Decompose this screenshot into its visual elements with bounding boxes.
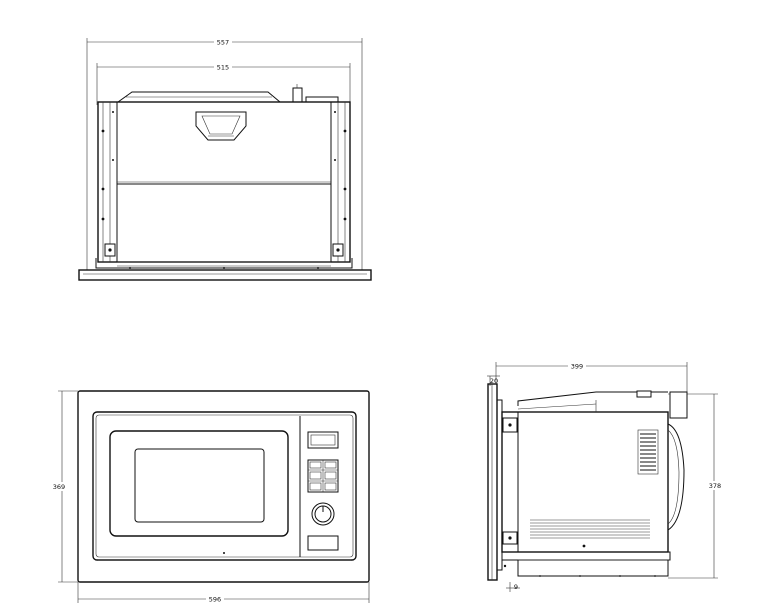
dimension-label-369: 369 bbox=[53, 483, 65, 491]
dimension-label-399: 399 bbox=[571, 363, 583, 371]
top-view: 557 515 bbox=[78, 38, 372, 281]
side-vent bbox=[637, 429, 659, 475]
dimension-label-515: 515 bbox=[217, 64, 229, 72]
dimension-378: 378 bbox=[668, 393, 723, 579]
dimension-label-596: 596 bbox=[209, 596, 221, 604]
dimension-369: 369 bbox=[52, 390, 78, 583]
dimension-515: 515 bbox=[96, 63, 351, 105]
front-view: 369 596 bbox=[52, 390, 370, 604]
bottom-vent bbox=[530, 519, 650, 539]
dimension-label-20: 20 bbox=[490, 377, 498, 385]
dimension-557: 557 bbox=[86, 38, 363, 270]
dimension-label-378: 378 bbox=[709, 482, 721, 490]
dimension-label-9: 9 bbox=[514, 583, 518, 591]
dimension-596: 596 bbox=[77, 582, 370, 604]
dimension-9: 9 bbox=[506, 582, 520, 592]
dimension-label-557: 557 bbox=[217, 39, 229, 47]
side-view: 399 378 20 9 bbox=[487, 362, 723, 592]
